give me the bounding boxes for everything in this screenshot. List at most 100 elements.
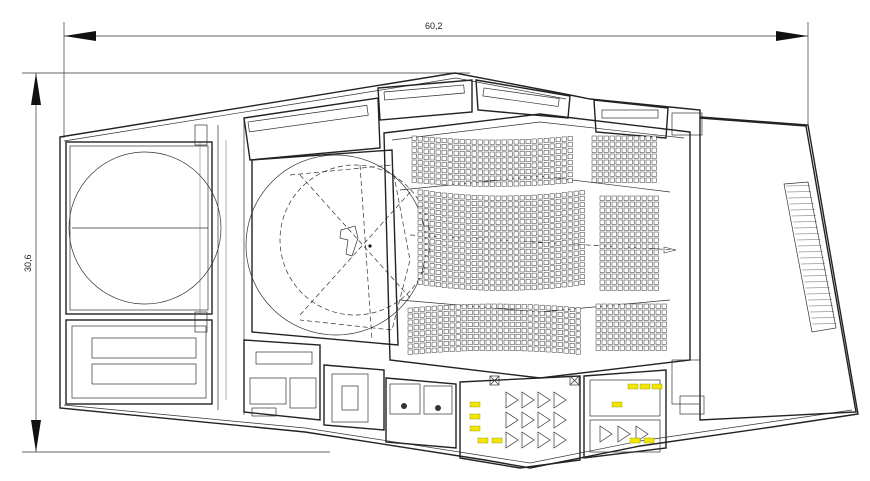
- seat: [601, 339, 607, 345]
- seat: [601, 303, 607, 309]
- seat: [483, 181, 489, 187]
- seat: [595, 327, 601, 333]
- seat: [455, 328, 461, 334]
- seat: [635, 267, 641, 273]
- seat: [411, 165, 417, 171]
- seat: [435, 270, 441, 275]
- seat: [447, 193, 453, 199]
- seat: [609, 165, 615, 171]
- seat: [551, 323, 557, 329]
- seat: [561, 234, 567, 240]
- seat: [503, 303, 509, 309]
- seat: [543, 254, 549, 259]
- seat: [573, 250, 579, 256]
- seat: [519, 279, 525, 285]
- seat: [543, 138, 549, 143]
- seat: [641, 273, 647, 279]
- seat: [599, 255, 605, 261]
- seat: [425, 312, 431, 318]
- seat: [495, 163, 501, 169]
- seat: [537, 248, 543, 254]
- seat: [513, 175, 519, 181]
- seat: [527, 346, 533, 352]
- seat: [465, 181, 471, 187]
- seat: [453, 211, 459, 217]
- seat: [459, 139, 465, 145]
- seat: [645, 159, 651, 165]
- seat: [651, 165, 657, 171]
- left-stage-room: [65, 124, 222, 333]
- seat: [519, 207, 525, 213]
- seat: [473, 309, 479, 315]
- seat: [465, 278, 471, 284]
- seat: [507, 255, 513, 261]
- seat: [455, 322, 461, 328]
- seat: [503, 339, 509, 345]
- seat: [435, 258, 441, 263]
- seat: [413, 337, 419, 343]
- seat: [537, 194, 543, 200]
- seat: [557, 342, 563, 347]
- seat: [483, 145, 489, 151]
- seat: [449, 310, 455, 316]
- seat: [485, 333, 491, 339]
- seat: [531, 206, 537, 212]
- seat: [609, 135, 615, 141]
- seat: [519, 163, 525, 169]
- seat: [537, 180, 543, 186]
- seat: [429, 233, 435, 239]
- seat: [575, 307, 581, 313]
- seat: [611, 195, 617, 201]
- seat: [417, 195, 423, 201]
- seat: [567, 281, 573, 287]
- seat: [651, 141, 657, 147]
- seat: [537, 156, 543, 162]
- seat: [555, 216, 561, 222]
- seat: [537, 138, 543, 144]
- door-markers: [489, 375, 580, 386]
- seat: [447, 162, 453, 168]
- seat: [483, 169, 489, 175]
- seat: [503, 315, 509, 321]
- seat: [525, 285, 531, 291]
- seat: [655, 339, 661, 345]
- seat: [645, 177, 651, 183]
- seat: [419, 348, 425, 354]
- seat: [471, 139, 477, 145]
- seat: [611, 285, 617, 291]
- seat: [627, 153, 633, 159]
- seat: [459, 230, 465, 236]
- seat: [441, 138, 447, 144]
- seat: [549, 235, 555, 241]
- seat: [447, 271, 453, 277]
- seat: [525, 267, 531, 273]
- seat: [443, 323, 449, 328]
- seat: [513, 181, 519, 187]
- seat: [431, 329, 437, 335]
- seat: [569, 319, 575, 324]
- seat: [453, 138, 459, 144]
- seat: [507, 181, 513, 187]
- seat: [603, 147, 609, 153]
- seat: [609, 153, 615, 159]
- seat: [531, 162, 537, 168]
- seat: [465, 260, 471, 266]
- seat: [447, 247, 453, 253]
- seat: [447, 150, 453, 156]
- seat: [525, 249, 531, 255]
- seat: [497, 309, 503, 315]
- seat: [527, 334, 533, 340]
- seat: [623, 249, 629, 255]
- seat: [623, 201, 629, 207]
- seat: [431, 347, 437, 353]
- seat: [537, 168, 543, 174]
- seat: [561, 154, 567, 160]
- seat: [639, 141, 645, 147]
- seat: [467, 346, 473, 351]
- seat: [545, 347, 551, 353]
- seat: [495, 261, 501, 267]
- seat: [429, 143, 435, 149]
- seat: [537, 206, 543, 212]
- seat: [435, 282, 441, 287]
- seat: [557, 318, 563, 323]
